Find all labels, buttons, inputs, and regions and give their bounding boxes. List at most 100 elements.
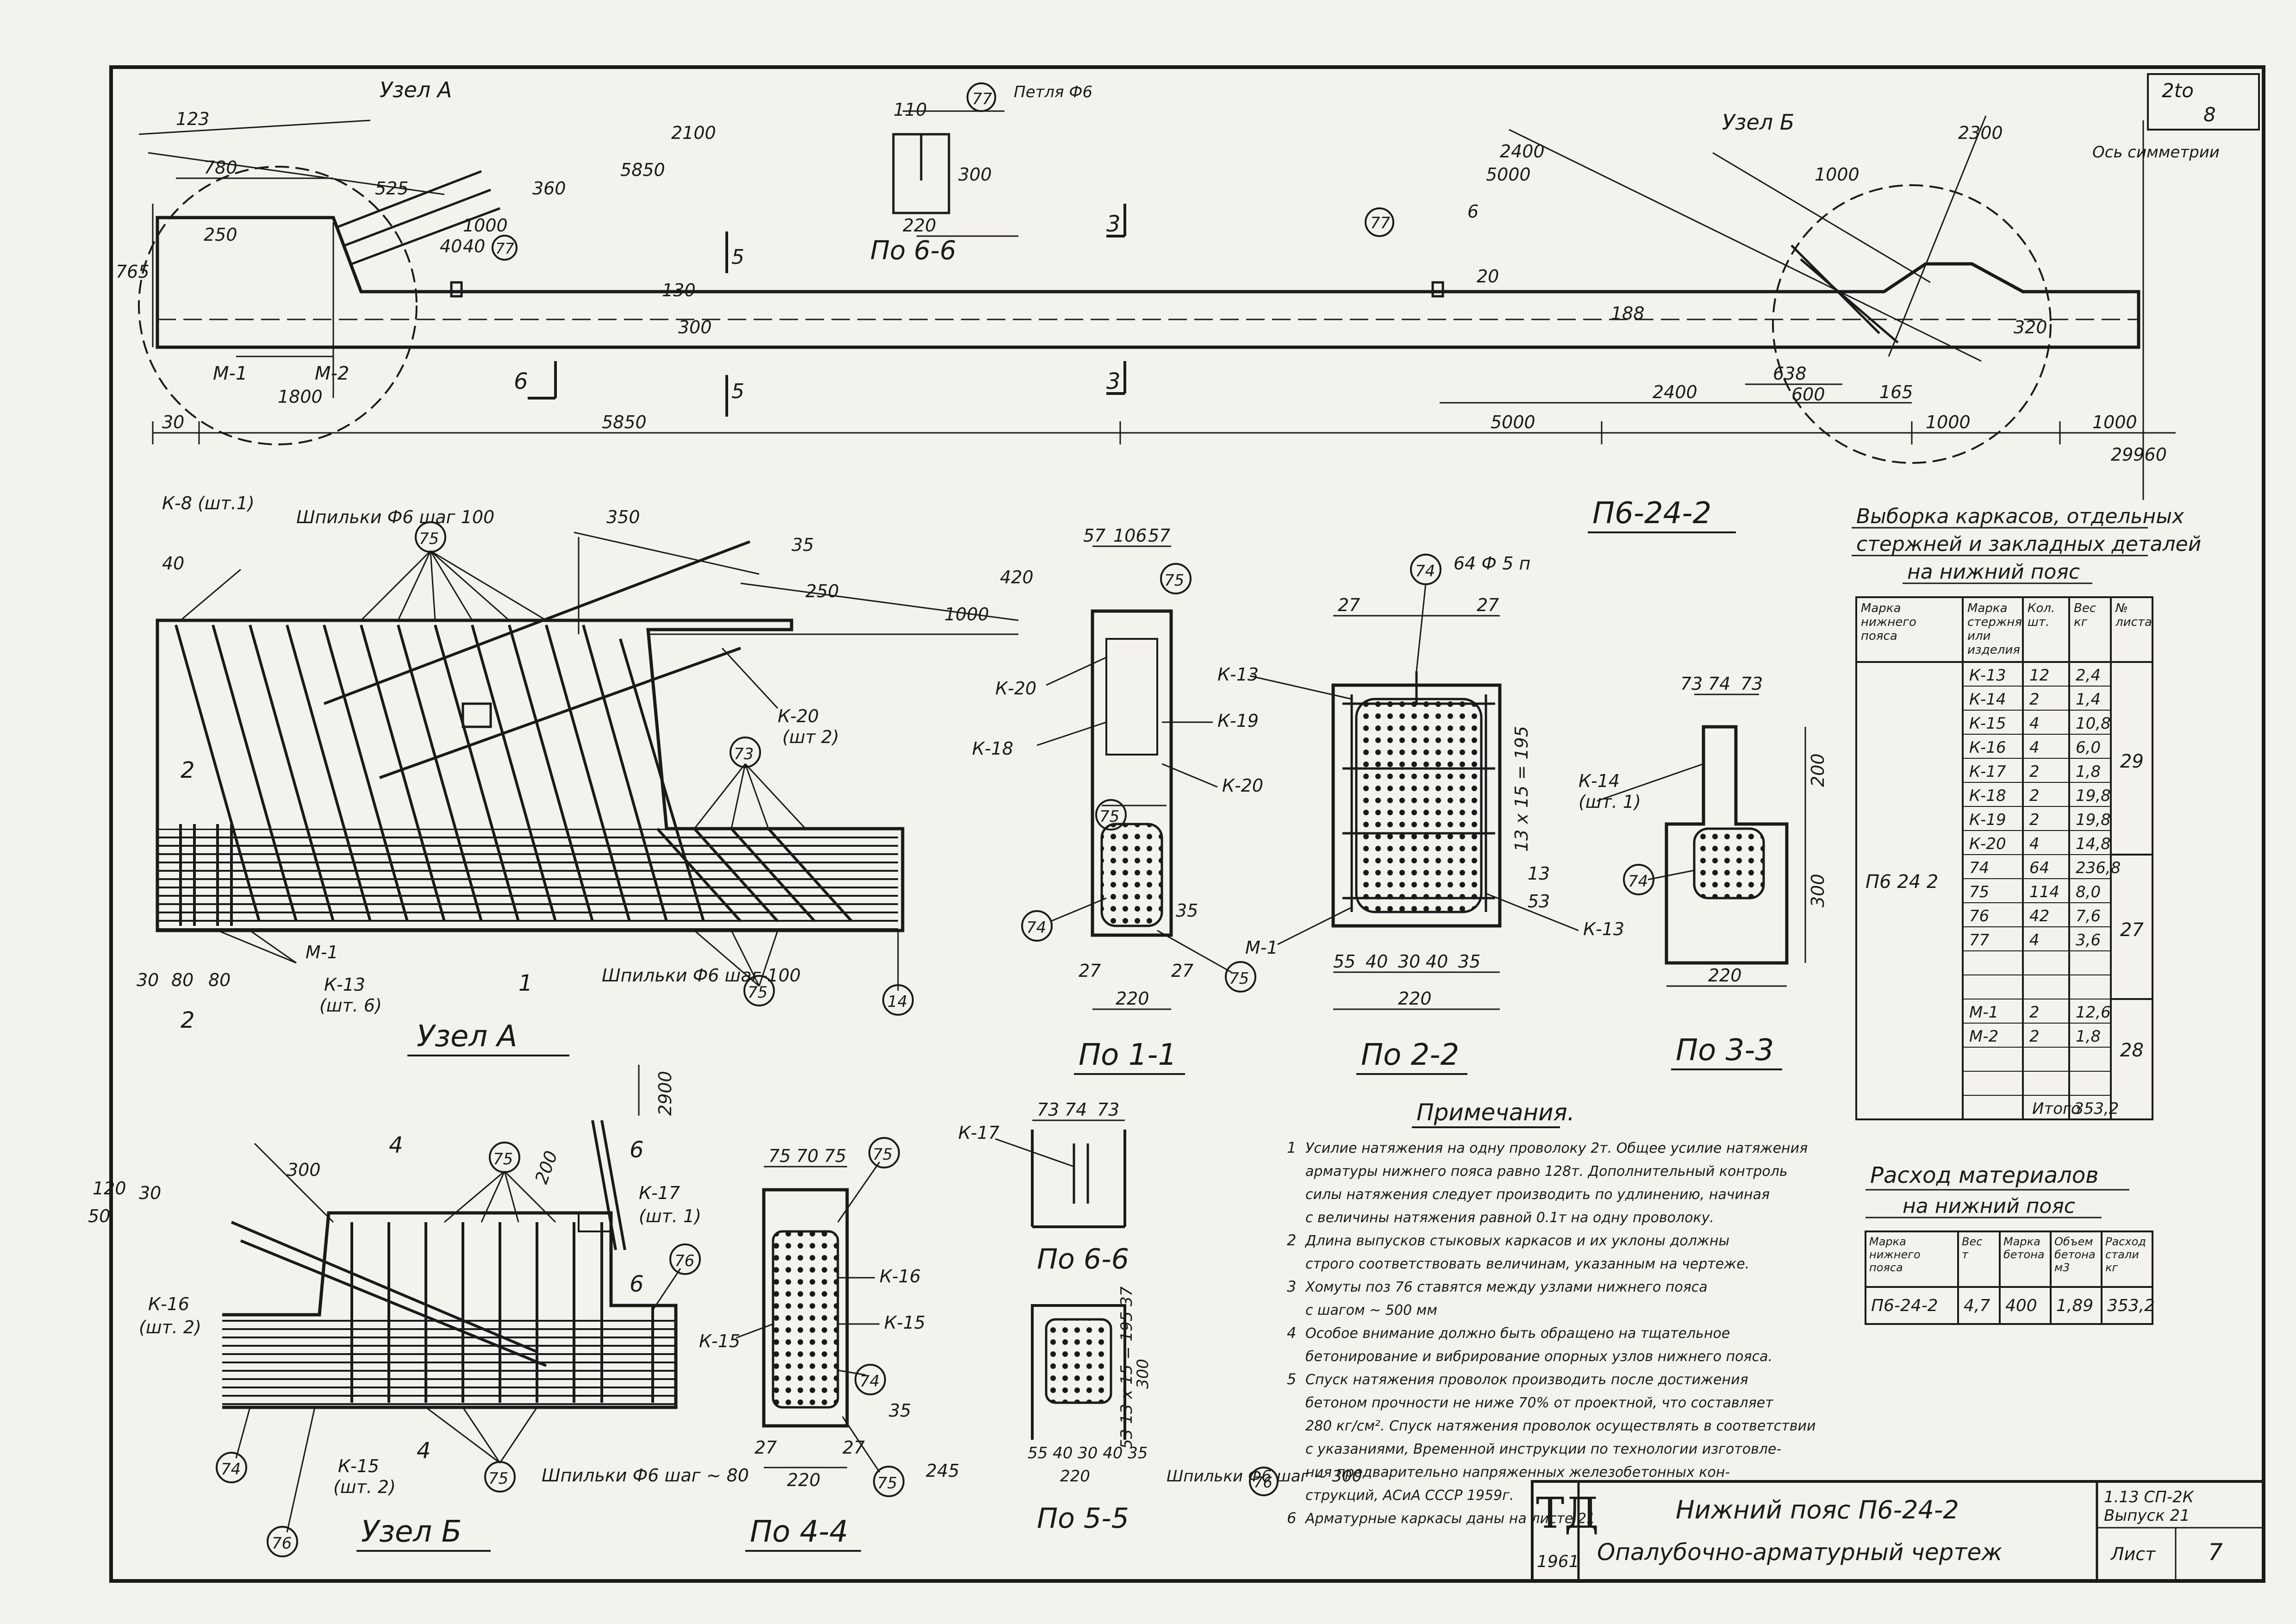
k20-s1b: К-20 [1222, 775, 1263, 796]
table1-header: № [2115, 601, 2128, 615]
dim-80a: 80 [171, 970, 193, 990]
k20-s1a: К-20 [995, 678, 1036, 699]
table1-sheet-ref: 27 [2120, 919, 2144, 941]
table1-cell: 4 [2029, 738, 2040, 757]
note-line: строго соответствовать величинам, указан… [1305, 1256, 1749, 1272]
dim-188: 188 [1611, 303, 1645, 324]
dim-360: 360 [532, 178, 566, 199]
dim-35: 35 [792, 535, 814, 555]
dim-35-s4: 35 [889, 1400, 911, 1421]
note-line: Арматурные каркасы даны на листе 21 [1304, 1511, 1595, 1527]
section-2-2: П6-24-2 74 64 Ф 5 п К-13 К-13 М-1 27 27 … [1217, 496, 1736, 1075]
dim-1000-a: 1000 [944, 604, 989, 625]
dim-300: 300 [958, 164, 992, 185]
mark-77-b: 77 [1370, 214, 1391, 232]
dim-420: 420 [1000, 567, 1034, 587]
mark-14-a: 14 [887, 993, 907, 1011]
dim-200-s3: 200 [1808, 753, 1828, 787]
table1-header: кг [2074, 615, 2088, 629]
dim-80b: 80 [208, 970, 231, 990]
dim-74-s3: 74 [1708, 674, 1730, 694]
node-a-title: Узел А [417, 1019, 517, 1054]
dim-30-s2: 30 [1398, 951, 1420, 972]
table-materials-selection: Выборка каркасов, отдельных стержней и з… [1852, 505, 2201, 1120]
sec-mark-2a: 2 [181, 757, 195, 783]
node-b-detail: 75 75 76 76 74 К-16 (шт. 2) К-15 (шт. 2)… [88, 1065, 749, 1557]
table1-cell: 2 [2029, 762, 2040, 781]
dim-55-row: 55 40 30 40 35 [1028, 1444, 1148, 1462]
table2-cell: 353,2 [2107, 1296, 2155, 1315]
node-a-detail: 75 73 75 14 К-8 (шт.1) Шпильки Ф6 шаг 10… [137, 493, 1034, 1056]
k14-label: К-14 [1578, 771, 1620, 791]
corner-stamp: 2to 8 [2147, 73, 2260, 131]
k15-s4a: К-15 [884, 1312, 925, 1333]
note-line: с указаниями, Временной инструкции по те… [1305, 1441, 1781, 1457]
table1-cell: 4 [2029, 835, 2040, 853]
m1-label-a: М-1 [306, 942, 338, 962]
note-line: бетонирование и вибрирование опорных узл… [1305, 1349, 1772, 1365]
sheet-frame [109, 65, 2265, 1583]
sec-mark-5a: 5 [731, 245, 744, 269]
node-a-hatched-zone [157, 829, 898, 931]
table1-cell: 1,8 [2076, 1027, 2101, 1046]
sec-mark-5b: 5 [731, 380, 744, 403]
sec-mark-3b: 3 [1106, 369, 1121, 394]
note-number: 3 [1287, 1278, 1296, 1295]
title-year: 1961 [1537, 1552, 1579, 1571]
note-line: Хомуты поз 76 ставятся между узлами нижн… [1304, 1279, 1708, 1295]
mark-75-s1b: 75 [1099, 807, 1119, 826]
dim-2300: 2300 [1958, 123, 2003, 143]
table1-title3: на нижний пояс [1907, 560, 2080, 584]
table1-cell: К-13 [1969, 666, 2006, 685]
mark-74-s2: 74 [1415, 562, 1435, 581]
k16-count: (шт. 2) [139, 1317, 201, 1337]
dim-27a-s2: 27 [1338, 595, 1360, 615]
dim-27a-s1: 27 [1079, 961, 1101, 981]
dim-75b: 75 [824, 1146, 846, 1166]
table1-title1: Выборка каркасов, отдельных [1856, 505, 2184, 528]
table2-header: Вес [1962, 1235, 1982, 1248]
title-sheet-label: Лист [2110, 1544, 2156, 1564]
table2-header: м3 [2054, 1261, 2070, 1274]
note-number: 4 [1287, 1324, 1296, 1342]
dim-73b-s3: 73 [1741, 674, 1763, 694]
dim-320: 320 [2014, 317, 2047, 337]
dim-300-s3: 300 [1808, 874, 1828, 907]
table1-cell: М-1 [1969, 1003, 1998, 1022]
dim-165: 165 [1879, 382, 1913, 402]
table1-header: листа [2115, 615, 2152, 629]
title-issue: Выпуск 21 [2104, 1506, 2190, 1525]
section-4-4-title: По 4-4 [750, 1515, 848, 1549]
table1-sheet-ref: 28 [2120, 1040, 2144, 1061]
dim-73a-s6: 73 [1037, 1099, 1059, 1120]
dim-30-b: 30 [139, 1183, 161, 1203]
title-sheet-number: 7 [2208, 1539, 2223, 1566]
dim-5000a: 5000 [1486, 164, 1531, 185]
note-line: с величины натяжения равной 0.1т на одну… [1305, 1210, 1714, 1226]
table1-header: Марка [1967, 601, 2008, 615]
dim-5850b: 5850 [602, 412, 647, 432]
note-line: Усилие натяжения на одну проволоку 2т. О… [1305, 1140, 1808, 1156]
table2-header: пояса [1869, 1261, 1903, 1274]
table1-cell: 2 [2029, 1003, 2040, 1022]
dim-1800: 1800 [278, 387, 323, 407]
table1-cell: 2 [2029, 811, 2040, 829]
dim-73b-s6: 73 [1097, 1099, 1119, 1120]
dim-75a: 75 [768, 1146, 791, 1166]
mark-76-b2: 76 [272, 1534, 292, 1553]
corner-stamp-number: 8 [2203, 103, 2216, 126]
k20-count: (шт 2) [782, 727, 839, 747]
dim-40b-s2: 40 [1426, 951, 1448, 972]
k18-s1: К-18 [972, 738, 1013, 759]
mark-75-s1a: 75 [1164, 571, 1184, 590]
dim-27b-s2: 27 [1477, 595, 1499, 615]
dim-2900: 2900 [655, 1071, 675, 1116]
table1-cell: К-17 [1969, 762, 2006, 781]
dim-30-a: 30 [137, 970, 159, 990]
table2-header: Марка [2003, 1235, 2040, 1248]
dim-110: 110 [893, 100, 927, 120]
section-6-6b-title: По 6-6 [1037, 1243, 1129, 1275]
dim-40-a: 40 [162, 553, 184, 574]
dim-27a-s4: 27 [755, 1437, 777, 1458]
wires-label: 64 Ф 5 п [1454, 553, 1530, 574]
